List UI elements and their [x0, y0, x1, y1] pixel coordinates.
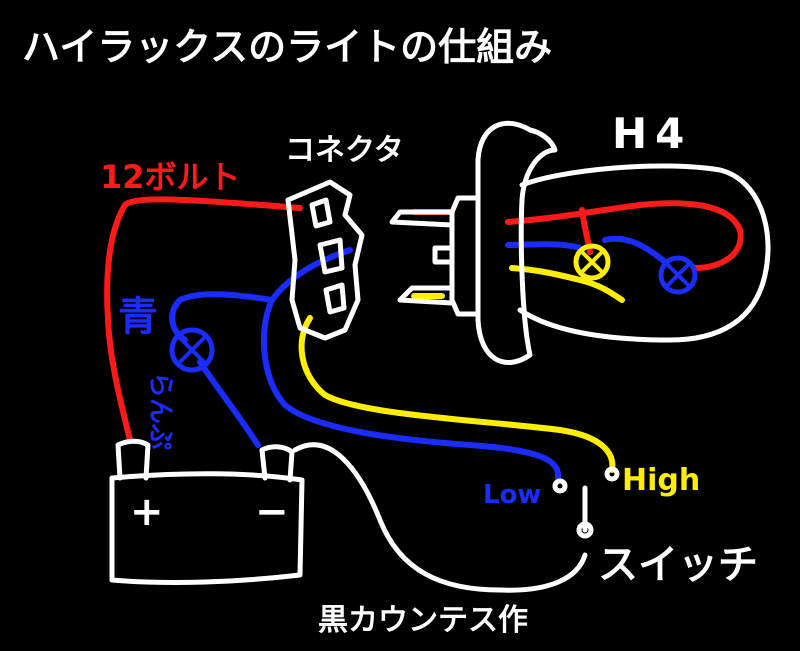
low-label: Low	[483, 480, 541, 510]
blue-lamp-label-1: 青	[118, 294, 158, 340]
blue-wire-h4-inside	[505, 235, 668, 265]
author-label: 黒カウンテス作	[318, 603, 528, 638]
high-label: High	[622, 463, 700, 498]
red-wire-to-low-filament	[579, 207, 593, 255]
battery-minus-label: −	[255, 489, 289, 535]
h4-pin-bottom	[397, 285, 455, 306]
red-wires	[104, 196, 744, 443]
h4-pin-top	[389, 209, 455, 228]
h4-bulb	[389, 120, 771, 365]
h4-label: H4	[612, 109, 692, 158]
blue-wire-indicator-bottom	[197, 359, 261, 448]
yellow-wire-h4-inside	[509, 265, 625, 303]
connector-slot-3	[323, 282, 347, 315]
blue-wires	[169, 235, 668, 481]
switch-label: スイッチ	[598, 542, 758, 588]
voltage-label: 12ボルト	[100, 158, 241, 196]
blue-wire-connector-to-switch	[260, 247, 562, 481]
battery	[109, 438, 305, 585]
yellow-wires	[298, 265, 625, 473]
h4-glass-envelope	[517, 163, 771, 343]
switch-pivot	[576, 521, 594, 539]
connector-slot-2	[317, 237, 345, 275]
red-wire-h4-inside	[505, 200, 744, 271]
low-beam-filament	[573, 243, 611, 281]
switch-contact-low	[552, 478, 568, 494]
diagram-title: ハイラックスのライトの仕組み	[22, 25, 552, 69]
connector-label: コネクタ	[285, 133, 404, 168]
blue-wire-indicator-top	[169, 291, 275, 343]
red-wire-battery-to-connector	[104, 196, 303, 443]
h4-socket	[449, 195, 481, 317]
white-wire-battery-to-switch	[292, 442, 588, 593]
blue-indicator-lamp	[169, 327, 215, 373]
battery-body	[109, 471, 305, 585]
high-beam-filament	[658, 255, 698, 295]
switch-contact-high	[604, 466, 620, 482]
h4-base-flange	[475, 120, 558, 365]
h4-pin-mid	[432, 245, 455, 265]
battery-plus-label: +	[130, 489, 164, 535]
battery-terminal-positive	[115, 438, 151, 481]
battery-terminal-negative	[259, 444, 295, 483]
connector-body	[285, 179, 365, 341]
yellow-wire-connector-to-switch	[298, 315, 616, 473]
white-wires	[292, 442, 620, 593]
connector	[285, 179, 365, 341]
connector-slot-1	[309, 197, 333, 229]
blue-lamp-label-2: らんぷ	[145, 372, 175, 450]
